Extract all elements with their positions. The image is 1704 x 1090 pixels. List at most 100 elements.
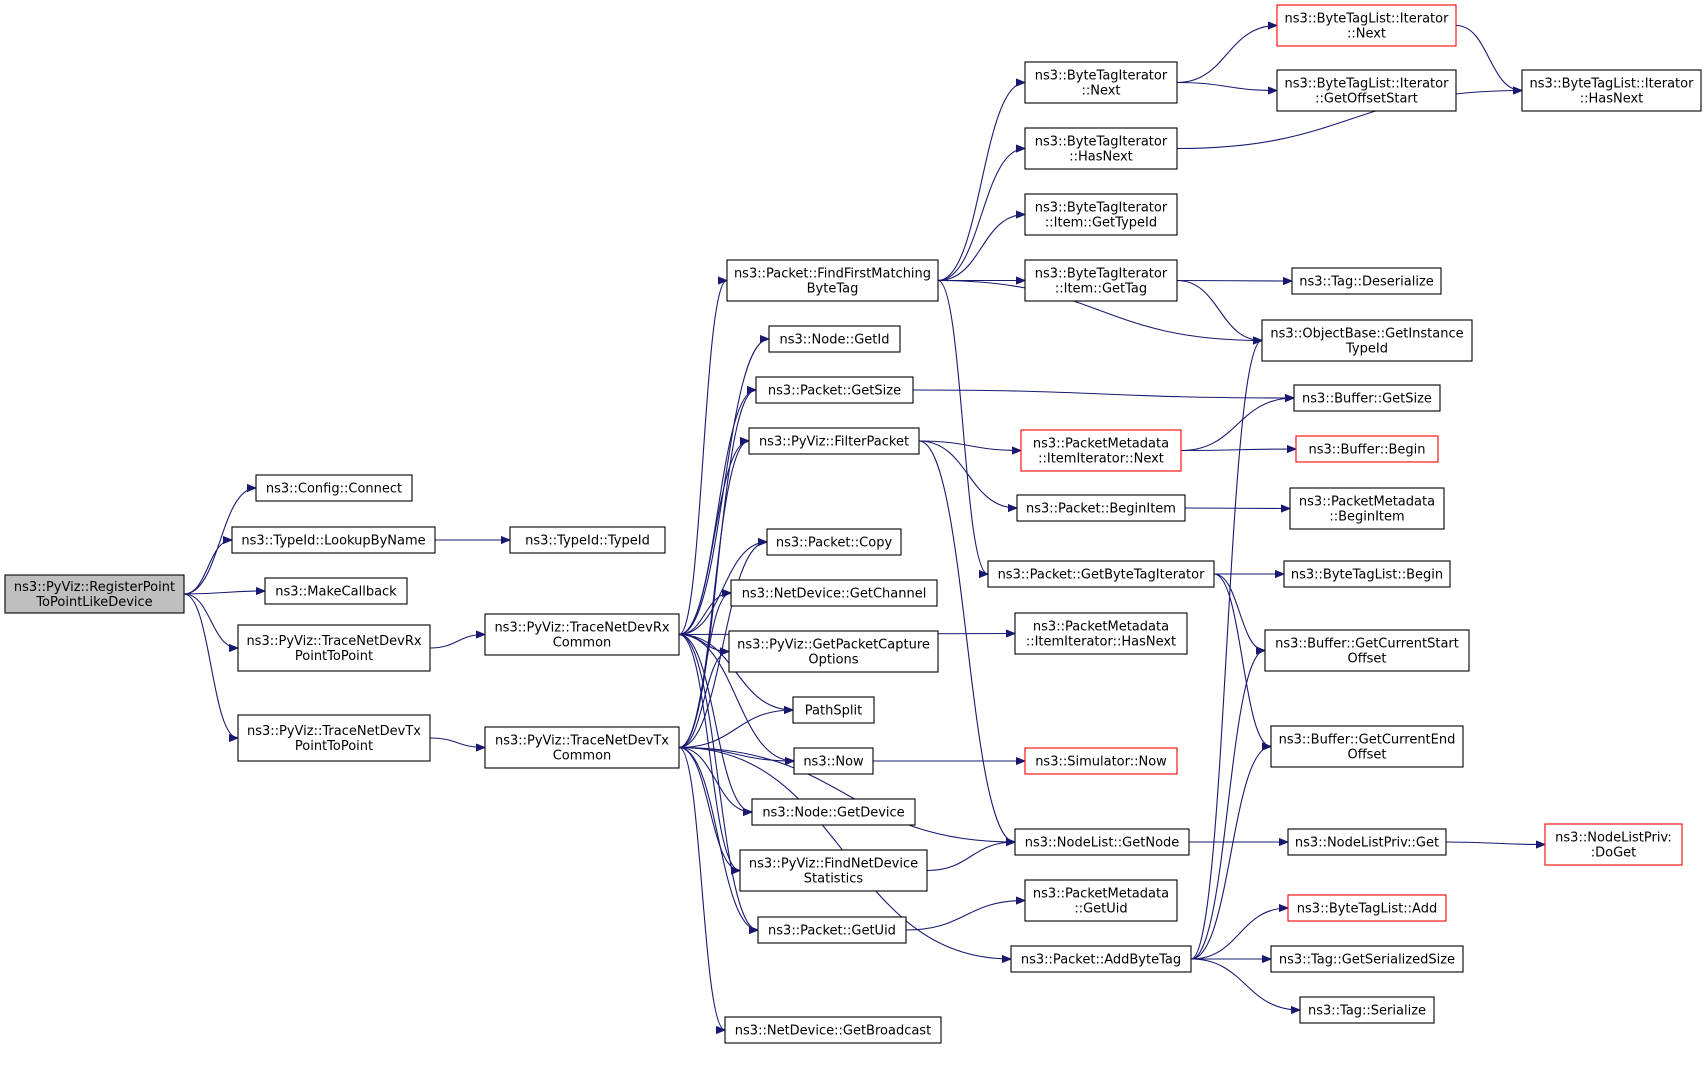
- node-box: [726, 259, 939, 302]
- node-label: ByteTag: [807, 282, 859, 297]
- node-btl-iter-hasnext[interactable]: ns3::ByteTagList::Iterator::HasNext: [1521, 69, 1702, 112]
- node-nd-getchannel[interactable]: ns3::NetDevice::GetChannel: [730, 579, 938, 607]
- node-node-getdevice[interactable]: ns3::Node::GetDevice: [751, 798, 916, 826]
- node-filterpacket[interactable]: ns3::PyViz::FilterPacket: [748, 427, 920, 455]
- node-label: Offset: [1347, 748, 1386, 763]
- node-label: ns3::PacketMetadata: [1033, 887, 1169, 902]
- node-packet-getuid[interactable]: ns3::Packet::GetUid: [757, 916, 907, 944]
- edge-line: [678, 633, 753, 813]
- edge-line: [678, 441, 750, 636]
- node-bti-item-gettag[interactable]: ns3::ByteTagIterator::Item::GetTag: [1024, 259, 1178, 302]
- node-typeid-typeid[interactable]: ns3::TypeId::TypeId: [509, 526, 666, 554]
- node-box: [730, 579, 938, 607]
- node-simulator-now[interactable]: ns3::Simulator::Now: [1024, 747, 1178, 775]
- node-box: [766, 528, 902, 556]
- node-packet-getbtiter[interactable]: ns3::Packet::GetByteTagIterator: [987, 560, 1215, 588]
- node-label: PointToPoint: [295, 739, 373, 754]
- node-label: ns3::Packet::FindFirstMatching: [734, 267, 931, 282]
- edge-line: [678, 633, 759, 931]
- node-label: ::BeginItem: [1329, 510, 1404, 525]
- node-label: ns3::Packet::GetByteTagIterator: [998, 568, 1206, 583]
- node-bti-next[interactable]: ns3::ByteTagIterator::Next: [1024, 61, 1178, 104]
- nodes: ns3::PyViz::RegisterPointToPointLikeDevi…: [4, 4, 1702, 1044]
- node-btl-begin[interactable]: ns3::ByteTagList::Begin: [1283, 560, 1451, 588]
- edge-findfirst-to-objbase-getinst: [937, 279, 1262, 341]
- node-packet-addbytetag[interactable]: ns3::Packet::AddByteTag: [1010, 945, 1192, 973]
- node-now[interactable]: ns3::Now: [793, 747, 874, 775]
- edge-tx-common-to-nd-getbroadcast: [678, 746, 726, 1031]
- node-packet-copy[interactable]: ns3::Packet::Copy: [766, 528, 902, 556]
- node-bti-item-typeid[interactable]: ns3::ByteTagIterator::Item::GetTypeId: [1024, 193, 1178, 236]
- node-packet-getsize[interactable]: ns3::Packet::GetSize: [755, 376, 914, 404]
- node-nd-getbroadcast[interactable]: ns3::NetDevice::GetBroadcast: [724, 1016, 942, 1044]
- node-nodelistpriv-get[interactable]: ns3::NodeListPriv::Get: [1287, 828, 1447, 856]
- node-bti-hasnext[interactable]: ns3::ByteTagIterator::HasNext: [1024, 127, 1178, 170]
- node-nodelist-getnode[interactable]: ns3::NodeList::GetNode: [1014, 828, 1190, 856]
- edge-tx-common-to-packet-getuid: [678, 746, 759, 931]
- node-box: [509, 526, 666, 554]
- node-label: :DoGet: [1591, 846, 1637, 861]
- node-label: ::ItemIterator::HasNext: [1026, 635, 1176, 650]
- node-packet-beginitem[interactable]: ns3::Packet::BeginItem: [1016, 494, 1186, 522]
- node-label: ns3::PyViz::TraceNetDevTx: [495, 734, 669, 749]
- edge-root-to-typeid-lookup: [183, 540, 233, 595]
- edge-line: [183, 593, 239, 738]
- node-pm-ii-hasnext[interactable]: ns3::PacketMetadata::ItemIterator::HasNe…: [1014, 612, 1188, 655]
- node-pm-ii-next[interactable]: ns3::PacketMetadata::ItemIterator::Next: [1020, 429, 1182, 472]
- node-tag-getserialsize[interactable]: ns3::Tag::GetSerializedSize: [1270, 945, 1464, 973]
- node-label: ns3::Node::GetDevice: [762, 806, 904, 821]
- node-label: ns3::Tag::Serialize: [1308, 1004, 1426, 1019]
- node-box: [1014, 828, 1190, 856]
- node-buffer-getsize[interactable]: ns3::Buffer::GetSize: [1293, 384, 1441, 412]
- node-label: ns3::Tag::Deserialize: [1299, 275, 1434, 290]
- node-pm-getuid[interactable]: ns3::PacketMetadata::GetUid: [1024, 879, 1178, 922]
- node-config-connect[interactable]: ns3::Config::Connect: [255, 474, 413, 502]
- node-box: [1276, 69, 1457, 112]
- node-node-getid[interactable]: ns3::Node::GetId: [768, 325, 901, 353]
- edge-line: [937, 279, 989, 575]
- edge-tx-common-to-pathsplit: [678, 710, 793, 749]
- node-tag-deserialize[interactable]: ns3::Tag::Deserialize: [1291, 267, 1442, 295]
- node-box: [768, 325, 901, 353]
- node-label: ns3::ByteTagIterator: [1035, 135, 1168, 150]
- node-box: [1024, 259, 1178, 302]
- node-pm-beginitem[interactable]: ns3::PacketMetadata::BeginItem: [1289, 487, 1445, 530]
- node-box: [1024, 193, 1178, 236]
- node-label: ns3::PyViz::RegisterPoint: [14, 580, 175, 595]
- edge-line: [678, 281, 728, 636]
- node-btl-add[interactable]: ns3::ByteTagList::Add: [1287, 894, 1447, 922]
- node-label: ::Item::GetTag: [1055, 282, 1147, 297]
- node-label: ns3::PyViz::TraceNetDevTx: [247, 724, 421, 739]
- node-typeid-lookup[interactable]: ns3::TypeId::LookupByName: [231, 526, 436, 554]
- node-btl-iter-next[interactable]: ns3::ByteTagList::Iterator::Next: [1276, 4, 1457, 47]
- edge-rx-common-to-packet-getuid: [678, 633, 759, 931]
- node-btl-iter-getoffset[interactable]: ns3::ByteTagList::Iterator::GetOffsetSta…: [1276, 69, 1457, 112]
- node-box: [728, 630, 939, 673]
- node-nodelistpriv-doget[interactable]: ns3::NodeListPriv::DoGet: [1544, 823, 1683, 866]
- node-buffer-begin[interactable]: ns3::Buffer::Begin: [1295, 435, 1439, 463]
- edge-packet-addbytetag-to-btl-add: [1190, 908, 1288, 960]
- edge-tx-p2p-to-tx-common: [429, 737, 485, 748]
- node-box: [1287, 828, 1447, 856]
- node-pathsplit[interactable]: PathSplit: [792, 696, 875, 724]
- node-makecallback[interactable]: ns3::MakeCallback: [264, 577, 408, 605]
- node-box: [1283, 560, 1451, 588]
- node-label: ns3::Packet::BeginItem: [1026, 502, 1176, 517]
- node-label: ns3::ByteTagIterator: [1035, 267, 1168, 282]
- edge-findfirst-to-bti-hasnext: [937, 149, 1025, 282]
- node-root[interactable]: ns3::PyViz::RegisterPointToPointLikeDevi…: [4, 574, 185, 614]
- node-label: ns3::NetDevice::GetBroadcast: [735, 1024, 931, 1039]
- node-label: ns3::Packet::AddByteTag: [1021, 953, 1181, 968]
- node-tag-serialize[interactable]: ns3::Tag::Serialize: [1299, 996, 1435, 1024]
